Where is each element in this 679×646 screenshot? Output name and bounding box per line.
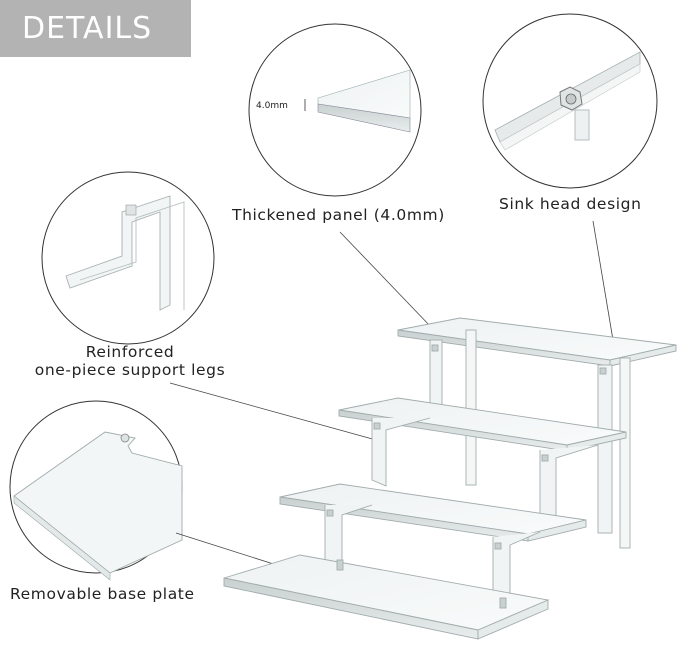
details-badge-text: DETAILS — [22, 11, 153, 46]
legs-callout-label: Reinforced one-piece support legs — [30, 343, 230, 379]
panel-thickness-circle — [248, 23, 422, 197]
panel-thickness-dimension: 4.0mm — [256, 101, 288, 111]
base-callout-label: Removable base plate — [10, 585, 195, 603]
panel-callout-label: Thickened panel (4.0mm) — [232, 206, 445, 224]
legs-callout-line2: one-piece support legs — [34, 361, 226, 379]
legs-circle — [41, 171, 215, 345]
sink-head-circle — [482, 13, 658, 189]
leader-lines — [169, 220, 614, 576]
sink-head-callout-label: Sink head design — [499, 195, 642, 213]
riser-stand — [223, 317, 677, 640]
details-badge: DETAILS — [0, 0, 191, 57]
base-plate-circle — [9, 400, 183, 581]
legs-callout-line1: Reinforced — [85, 343, 175, 361]
